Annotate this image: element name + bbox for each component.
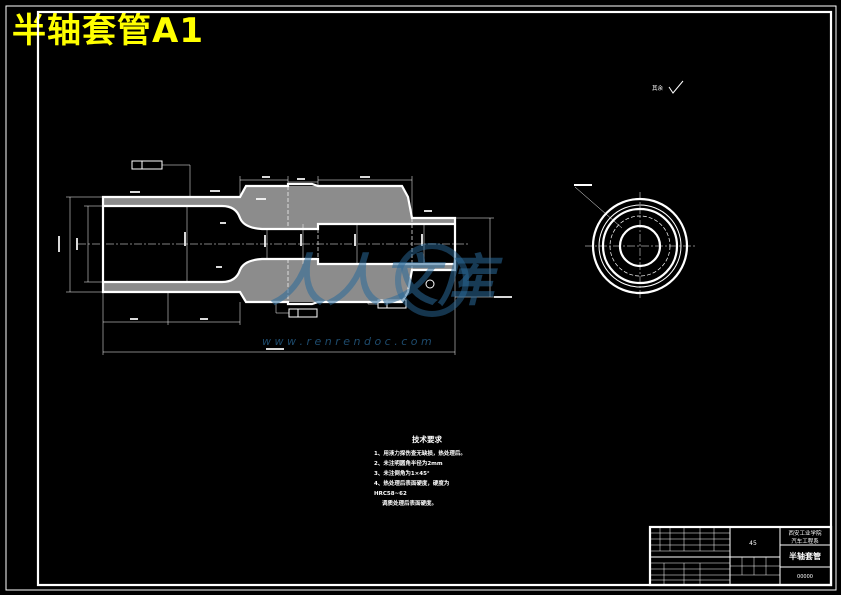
title-block-border [648,525,833,587]
diameter-label [574,184,592,186]
technical-requirements: 技术要求 1、用液力探伤查无缺损，热处理后。 2、未注明圆角半径为2mm 3、未… [374,434,466,507]
outer-frame [5,5,837,591]
material-value: 45 [749,540,757,547]
department-name: 汽车工程系 [791,537,819,545]
tech-req-item: 4、热处理后表面硬度，硬度为 [374,479,450,487]
tech-req-item: 调质处理后表面硬度。 [382,499,437,507]
section-hatch-lower [103,259,455,302]
end-view [574,184,695,300]
tech-req-item: HRC58~62 [374,491,407,497]
watermark-url: w w w . r e n r e n d o c . c o m [262,335,432,348]
watermark-text: 人人文库 [270,249,503,314]
watermark-logo-icon [395,243,469,317]
section-view [58,160,512,355]
tolerance-frame-bottom-left [275,302,318,318]
inner-frame [36,10,833,587]
leader-line [574,186,623,229]
watermark: 人人文库 w w w . r e n r e n d o c . c o m [262,243,503,348]
tolerance-frame-top [131,160,191,196]
tech-req-item: 1、用液力探伤查无缺损，热处理后。 [374,449,466,457]
page-title: 半轴套管A1 [12,11,204,51]
tech-req-heading: 技术要求 [412,434,442,444]
school-name: 西安工业学院 [788,529,822,537]
drawing-number: 00000 [797,574,813,580]
dimension-values [58,176,512,350]
part-name: 半轴套管 [789,551,821,561]
tech-req-item: 2、未注明圆角半径为2mm [374,459,443,467]
roughness-general-label: 其余 [652,84,664,92]
scale-grid [730,557,780,576]
revision-grid [650,527,730,585]
tech-req-item: 3、未注倒角为1×45° [374,469,430,477]
roughness-general-note: 其余 [652,80,684,94]
title-block: 45 西安工业学院 汽车工程系 半轴套管 00000 [648,525,833,587]
section-hatch-upper [103,186,455,229]
datum-circle [425,279,435,289]
roughness-symbol-icon [668,80,684,94]
